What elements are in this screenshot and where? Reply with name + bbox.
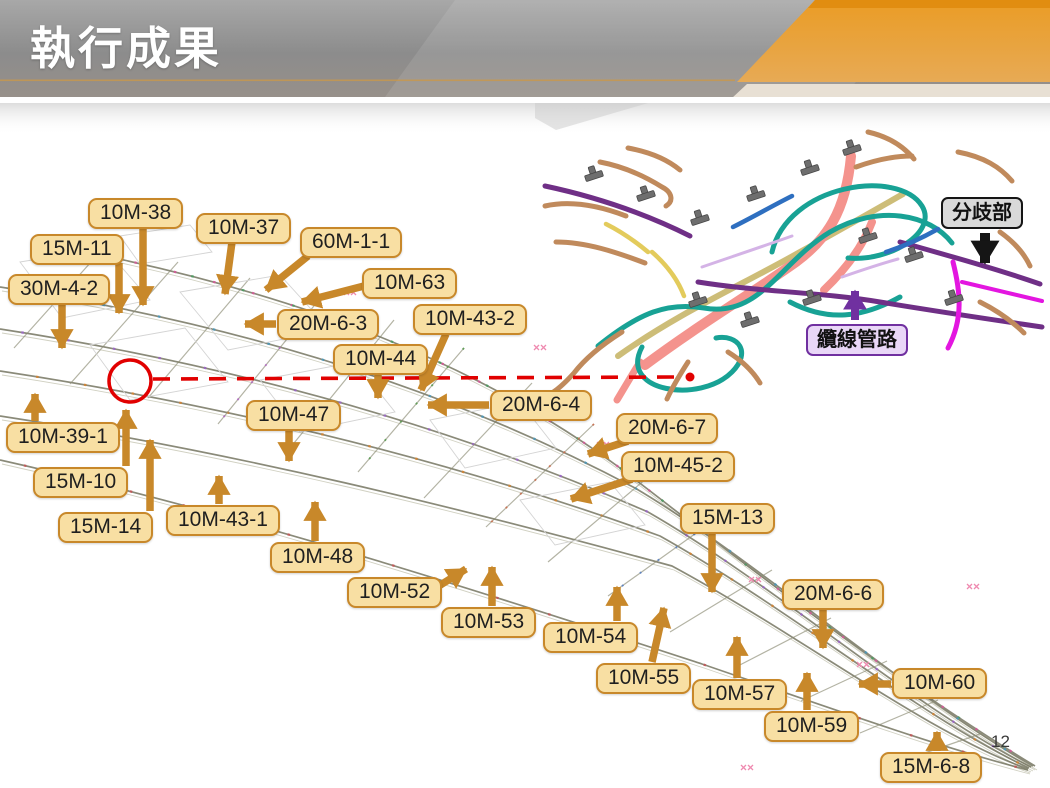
map-callout-10M-37: 10M-37 (196, 213, 292, 244)
map-callout-10M-59: 10M-59 (764, 711, 860, 742)
map-callout-20M-6-3: 20M-6-3 (277, 309, 380, 340)
map-callout-10M-43-2: 10M-43-2 (413, 304, 527, 335)
map-callout-60M-1-1: 60M-1-1 (300, 227, 403, 258)
conduit-clamps (584, 139, 964, 328)
map-callout-10M-53: 10M-53 (441, 607, 537, 638)
map-callout-10M-43-1: 10M-43-1 (166, 505, 280, 536)
map-callout-15M-10: 15M-10 (33, 467, 129, 498)
map-callout-10M-48: 10M-48 (270, 542, 366, 573)
cable-section-label: 纜線管路 (806, 324, 908, 356)
map-callout-10M-45-2: 10M-45-2 (621, 451, 735, 482)
map-callout-10M-63: 10M-63 (362, 268, 458, 299)
map-callout-10M-55: 10M-55 (596, 663, 692, 694)
map-callout-10M-38: 10M-38 (88, 198, 184, 229)
page-number: 12 (991, 732, 1010, 751)
branch-section-label: 分歧部 (941, 197, 1023, 229)
map-callout-15M-14: 15M-14 (58, 512, 154, 543)
map-callout-20M-6-6: 20M-6-6 (782, 579, 885, 610)
map-callout-10M-54: 10M-54 (543, 622, 639, 653)
conduit-3d-art (542, 129, 1045, 404)
map-callout-10M-47: 10M-47 (246, 400, 342, 431)
map-callout-10M-57: 10M-57 (692, 679, 788, 710)
annotation-arrows-layer (23, 228, 1000, 751)
header-art (0, 0, 1050, 135)
map-callout-15M-11: 15M-11 (30, 234, 124, 265)
map-callout-10M-60: 10M-60 (892, 668, 988, 699)
map-callout-15M-13: 15M-13 (680, 503, 776, 534)
map-callout-10M-39-1: 10M-39-1 (6, 422, 120, 453)
map-callout-20M-6-4: 20M-6-4 (490, 390, 593, 421)
map-callout-15M-6-8: 15M-6-8 (880, 752, 983, 783)
map-callout-10M-52: 10M-52 (347, 577, 443, 608)
page-title: 執行成果 (30, 23, 223, 74)
map-callout-10M-44: 10M-44 (333, 344, 429, 375)
map-callout-30M-4-2: 30M-4-2 (8, 274, 111, 305)
map-callout-20M-6-7: 20M-6-7 (616, 413, 719, 444)
